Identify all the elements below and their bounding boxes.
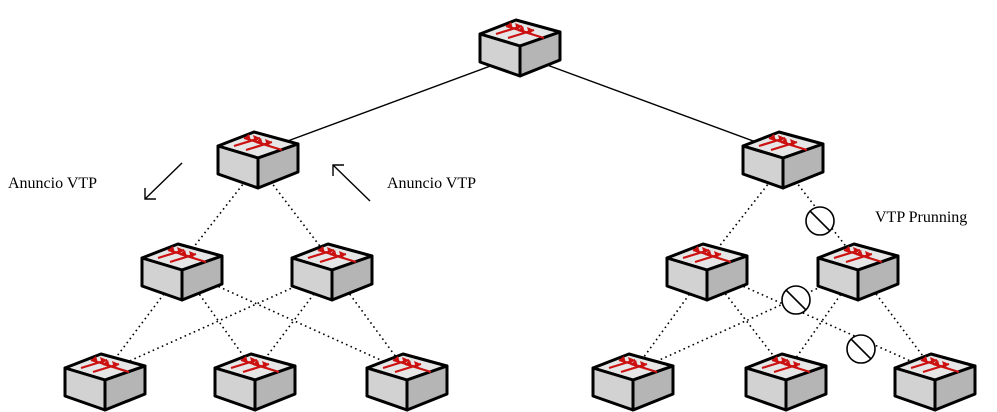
switch-icon [63,352,147,412]
vtp-advert-label-right: Anuncio VTP [387,175,477,192]
pruned-link-marker [805,206,835,236]
prohibited-icon [805,206,835,236]
switch-icon [893,352,977,412]
trunk-links [257,54,784,153]
prohibited-icon [846,334,876,364]
switch-icon [140,242,224,302]
pruned-link-marker [846,334,876,364]
switch-icon [744,352,828,412]
switch-icon [365,352,449,412]
switch-icon [816,242,900,302]
switch-icon [665,242,749,302]
prohibited-icon [781,285,811,315]
switch-icon [290,242,374,302]
switch-icon [478,18,562,78]
vtp-pruning-label: VTP Prunning [875,209,968,226]
vtp-advert-label-left: Anuncio VTP [8,175,98,192]
switch-icon [213,352,297,412]
advert-arrow-left [144,162,183,200]
advert-arrow-right [332,164,371,202]
switch-icon [741,130,825,190]
switch-icon [216,130,300,190]
switch-icon [591,352,675,412]
pruned-link-marker [781,285,811,315]
